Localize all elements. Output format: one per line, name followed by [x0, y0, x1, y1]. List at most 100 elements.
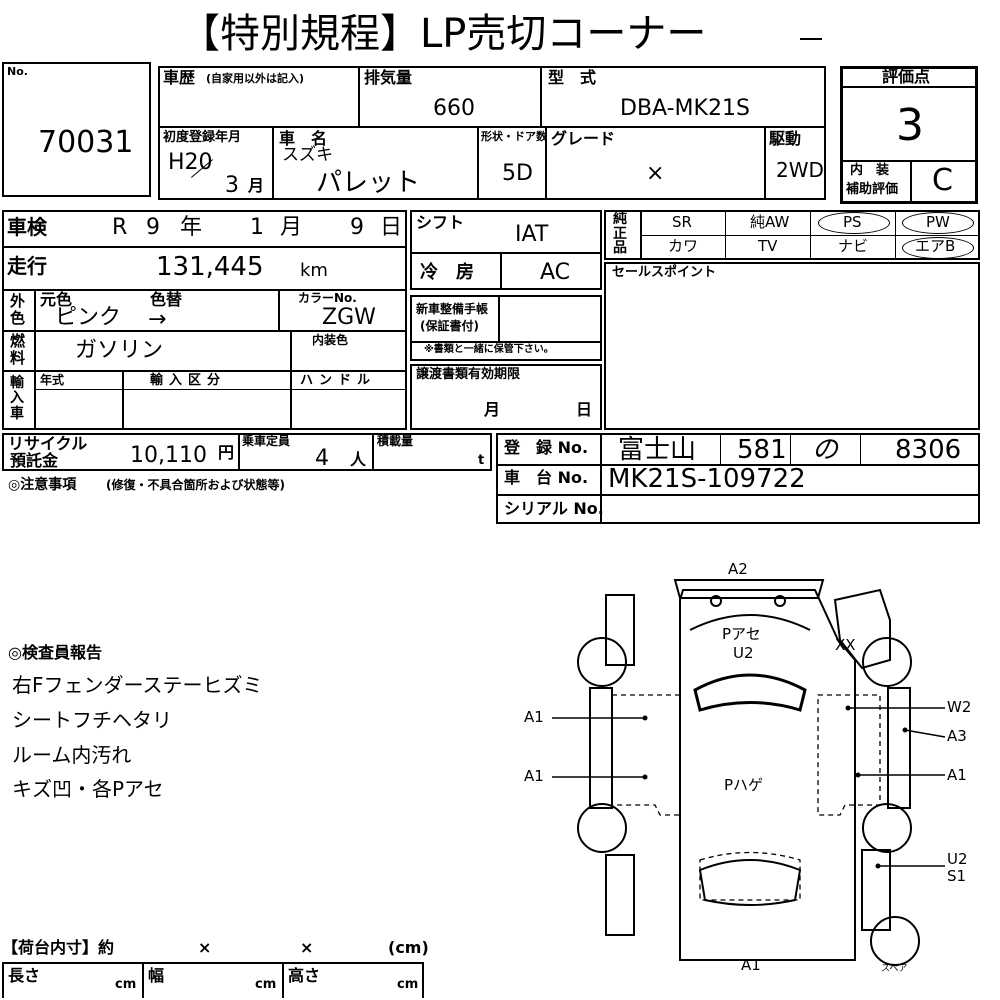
sales-point-box [604, 262, 980, 430]
option-tv: TV [758, 237, 778, 255]
divider [290, 330, 292, 370]
inspector-line: キズ凹・各Pアセ [12, 777, 164, 801]
inspection-month-unit: 月 [280, 215, 303, 240]
cargo-unit: (cm) [388, 938, 429, 957]
load-unit: t [478, 453, 485, 468]
color-change-label: 色替 [150, 290, 183, 309]
front-bumper [673, 579, 825, 599]
cargo-label: 【荷台内寸】約 [2, 938, 115, 957]
warranty-label: 新車整備手帳 [416, 302, 489, 316]
options-label: 純正品 [613, 211, 627, 257]
divider [810, 210, 811, 260]
capacity-unit: 人 [350, 450, 367, 469]
inspection-year: 9 [146, 215, 160, 240]
lot-number: 70031 [38, 125, 134, 160]
divider [725, 210, 726, 260]
import-year-label: 年式 [40, 373, 65, 387]
inspection-month: 1 [250, 215, 264, 240]
divider [2, 330, 407, 332]
sales-point-label: セールスポイント [612, 265, 717, 280]
divider [2, 289, 407, 291]
option-ps-circle [818, 212, 890, 234]
divider [238, 433, 240, 471]
displacement-value: 660 [433, 96, 475, 121]
interior-label: 内 装 [850, 163, 890, 178]
divider [498, 295, 500, 342]
right-sill [887, 687, 911, 809]
cargo-length-unit: cm [115, 977, 137, 992]
first-reg-label: 初度登録年月 [163, 130, 242, 145]
recycle-value: 10,110 [130, 443, 207, 468]
cargo-width-unit: cm [255, 977, 277, 992]
registration-class: 581 [737, 435, 787, 465]
lot-box [2, 62, 151, 197]
divider [272, 126, 274, 200]
option-pw: PW [926, 213, 950, 231]
inspector-line: ルーム内汚れ [12, 743, 132, 767]
divider [142, 962, 144, 998]
diagram-label-hood: U2 [733, 644, 754, 662]
divider [122, 370, 124, 430]
ac-label: 冷 房 [420, 262, 474, 283]
option-leather: カワ [668, 237, 699, 255]
divider [840, 160, 978, 162]
divider [278, 289, 280, 330]
cargo-height-label: 高さ [288, 966, 321, 985]
shift-value: IAT [515, 222, 549, 247]
right-fender [833, 588, 891, 670]
warranty-box [410, 295, 602, 361]
divider [640, 210, 642, 260]
left-side-panel [605, 594, 635, 666]
recycle-label: リサイクル [8, 434, 88, 453]
diagram-label-left-rear: A1 [524, 767, 544, 785]
registration-kana: の [812, 435, 839, 465]
cargo-length-label: 長さ [8, 966, 41, 985]
option-navi: ナビ [838, 237, 869, 255]
registration-box [496, 433, 980, 524]
divider [2, 370, 407, 372]
inspection-year-unit: 年 [180, 215, 203, 240]
transfer-label: 譲渡書類有効期限 [416, 367, 521, 382]
divider [790, 433, 791, 464]
recycle-unit: 円 [218, 443, 235, 462]
car-maker: スズキ [282, 145, 333, 165]
registration-label: 登 録 No. [504, 438, 589, 457]
diagram-label-right-top: XX [835, 636, 856, 654]
rating-label: 評価点 [882, 67, 931, 86]
divider [764, 126, 766, 200]
interior-color-label: 内装色 [312, 333, 349, 347]
rating-value: 3 [896, 100, 924, 151]
shift-box [410, 210, 602, 290]
car-name-label: 車 名 [279, 129, 328, 148]
rating-box [840, 66, 978, 204]
first-reg-month: 3 [225, 173, 239, 198]
inspection-day: 9 [350, 215, 364, 240]
shift-label: シフト [416, 213, 465, 232]
doors-value: 5D [502, 161, 533, 186]
warranty-note: ※書類と一緒に保管下さい。 [424, 344, 554, 355]
option-ps: PS [843, 213, 862, 231]
load-label: 積載量 [377, 434, 414, 448]
mileage-label: 走行 [7, 254, 47, 278]
diagram-label-right: A1 [947, 766, 967, 784]
diagram-label-roof: Pハゲ [724, 776, 764, 794]
cargo-x1: × [198, 938, 212, 957]
mileage-value: 131,445 [156, 252, 264, 282]
diagram-label-hood: Pアセ [722, 625, 761, 643]
divider [840, 86, 978, 88]
divider [600, 433, 602, 524]
divider [895, 210, 896, 260]
capacity-label: 乗車定員 [242, 434, 291, 448]
title-dash [800, 38, 822, 40]
doors-label: 形状・ドア数 [481, 130, 547, 143]
notes-sublabel: (修復・不具合箇所および状態等) [106, 478, 285, 492]
page-title: 【特別規程】LP売切コーナー [180, 11, 707, 57]
left-front-wheel [577, 637, 627, 687]
diagram-label-right: U2 [947, 850, 968, 868]
notes-label: ◎注意事項 [8, 477, 77, 493]
option-pw-circle [902, 212, 974, 234]
diagram-label-right: W2 [947, 698, 972, 716]
interior-sublabel: 補助評価 [846, 182, 899, 197]
divider [282, 962, 284, 998]
cargo-box [2, 962, 424, 998]
